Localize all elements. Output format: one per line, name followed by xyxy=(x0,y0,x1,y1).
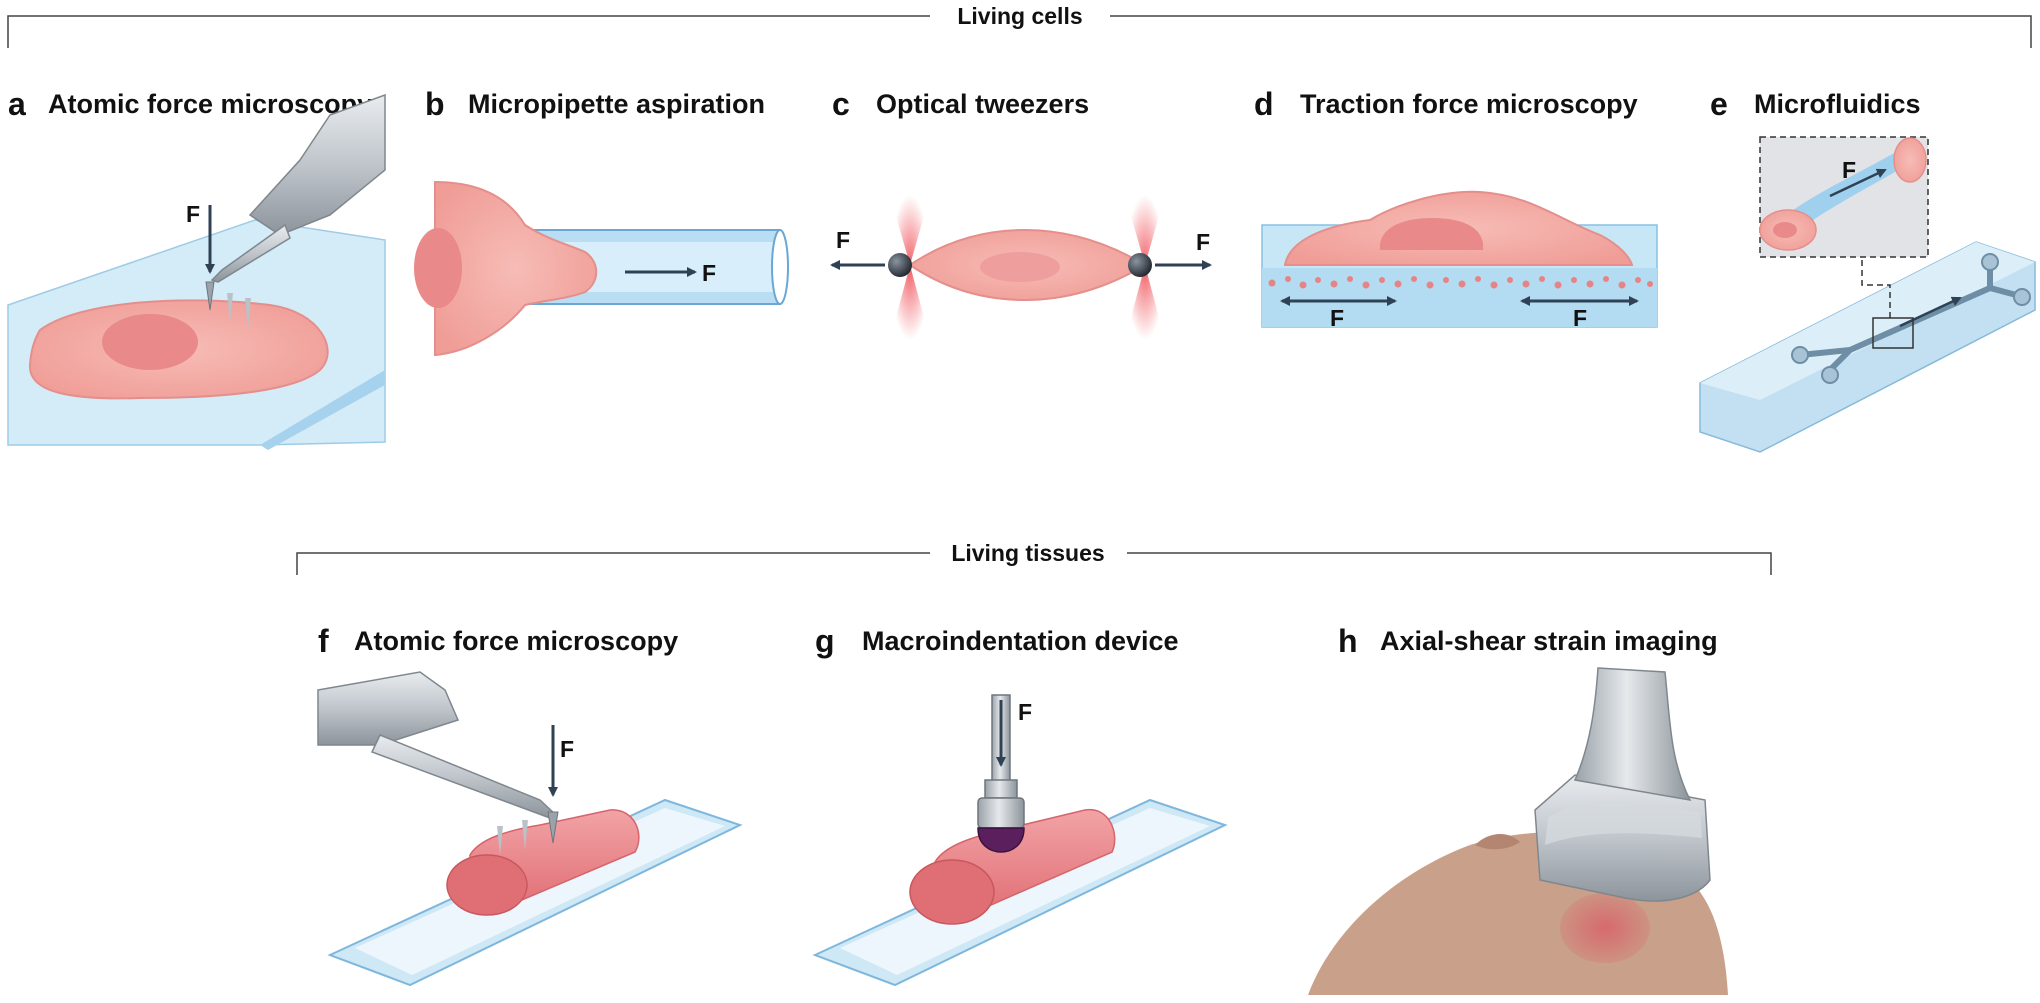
bracket-left-cells xyxy=(7,15,930,48)
nucleus xyxy=(980,252,1060,282)
zoom-connector xyxy=(1861,258,1891,318)
lesion xyxy=(1560,893,1650,963)
channel-outlet xyxy=(1981,253,1999,271)
panel-letter-d: d xyxy=(1254,86,1274,122)
micropipette-opening xyxy=(771,229,789,305)
panel-title-f: f Atomic force microscopy xyxy=(318,623,678,659)
transducer-band xyxy=(1545,801,1702,845)
afm-tip xyxy=(547,811,559,844)
indenter-tip xyxy=(977,827,1025,853)
nucleus xyxy=(102,314,198,370)
cell-deformed xyxy=(1893,137,1927,183)
afm-tip-ghost-2 xyxy=(245,298,251,330)
channel-inlet xyxy=(1821,366,1839,384)
flow-arrow xyxy=(1899,296,1962,328)
panel-letter-h: h xyxy=(1338,623,1358,659)
panel-title-b: b Micropipette aspiration xyxy=(425,86,765,122)
panel-title-e: e Microfluidics xyxy=(1710,86,1921,122)
glass-slide-inner xyxy=(840,808,1210,975)
afm-cantilever xyxy=(370,734,558,819)
section-title-living-cells: Living cells xyxy=(957,3,1082,29)
bracket-right-cells xyxy=(1110,15,2032,48)
afm-tip-ghost-1 xyxy=(227,293,233,322)
force-label: F xyxy=(1018,699,1032,725)
panel-title-c: c Optical tweezers xyxy=(832,86,1089,122)
panel-g-illustration: F xyxy=(812,694,1228,987)
panel-f-illustration: F xyxy=(317,671,743,987)
panel-heading-e: Microfluidics xyxy=(1754,89,1921,119)
channel-inlet xyxy=(1791,346,1809,364)
panel-heading-d: Traction force microscopy xyxy=(1300,89,1638,119)
force-label: F xyxy=(186,201,200,227)
panel-c-illustration: F F xyxy=(830,195,1212,340)
force-label: F xyxy=(1330,305,1344,331)
force-label: F xyxy=(1842,157,1856,183)
tissue-cut-face xyxy=(909,859,995,925)
panel-letter-e: e xyxy=(1710,86,1728,122)
force-label: F xyxy=(560,736,574,762)
fluorescent-beads xyxy=(1268,276,1653,289)
panel-heading-c: Optical tweezers xyxy=(876,89,1089,119)
panel-title-h: h Axial-shear strain imaging xyxy=(1338,623,1718,659)
afm-cantilever xyxy=(210,223,291,283)
bracket-right-tissues xyxy=(1127,552,1772,575)
panel-title-d: d Traction force microscopy xyxy=(1254,86,1638,122)
nipple xyxy=(1475,834,1520,850)
indenter-body xyxy=(977,797,1025,829)
chip-top-face xyxy=(1700,242,2035,400)
bead-left xyxy=(888,253,912,277)
afm-tip-ghost-2 xyxy=(497,826,503,855)
hydrogel-lower-layer xyxy=(1262,268,1657,327)
afm-tip xyxy=(205,281,215,311)
panel-letter-b: b xyxy=(425,86,445,122)
transducer-handle xyxy=(1573,667,1692,801)
panel-heading-a: Atomic force microscopy xyxy=(48,89,372,119)
living-tissues-bracket: Living tissues xyxy=(296,540,1772,575)
panel-e-illustration: F xyxy=(1699,136,2036,453)
panel-letter-f: f xyxy=(318,623,329,659)
indenter-collar xyxy=(984,779,1018,799)
bead-right xyxy=(1128,253,1152,277)
channel-outlet xyxy=(2013,288,2031,306)
afm-tip-ghost-1 xyxy=(522,820,528,850)
panel-letter-g: g xyxy=(815,623,835,659)
panel-heading-g: Macroindentation device xyxy=(862,626,1179,656)
panel-d-illustration: F F xyxy=(1261,190,1658,331)
panel-heading-f: Atomic force microscopy xyxy=(354,626,678,656)
panel-b-illustration: F xyxy=(414,180,789,357)
glass-slide-edge xyxy=(260,370,385,450)
panel-title-g: g Macroindentation device xyxy=(815,623,1179,659)
panel-title-a: a Atomic force microscopy xyxy=(8,86,372,122)
living-cells-bracket: Living cells xyxy=(7,3,2032,48)
nucleus xyxy=(1379,218,1484,250)
zoom-region-box xyxy=(1872,317,1914,349)
force-label: F xyxy=(1196,229,1210,255)
panel-letter-c: c xyxy=(832,86,850,122)
panel-heading-h: Axial-shear strain imaging xyxy=(1380,626,1718,656)
nucleus xyxy=(414,228,462,308)
nucleus xyxy=(1773,222,1797,238)
panel-heading-b: Micropipette aspiration xyxy=(468,89,765,119)
panel-a-illustration: F xyxy=(7,93,386,450)
afm-holder xyxy=(317,671,460,746)
bracket-left-tissues xyxy=(296,552,930,575)
force-label: F xyxy=(702,260,716,286)
aspirated-cell xyxy=(434,180,598,357)
panel-letter-a: a xyxy=(8,86,26,122)
force-label: F xyxy=(836,227,850,253)
force-label: F xyxy=(1573,305,1587,331)
tissue-cut-face xyxy=(446,854,528,916)
section-title-living-tissues: Living tissues xyxy=(951,540,1104,566)
panel-h-illustration xyxy=(1308,667,1728,995)
force-arrow xyxy=(1829,168,1887,198)
